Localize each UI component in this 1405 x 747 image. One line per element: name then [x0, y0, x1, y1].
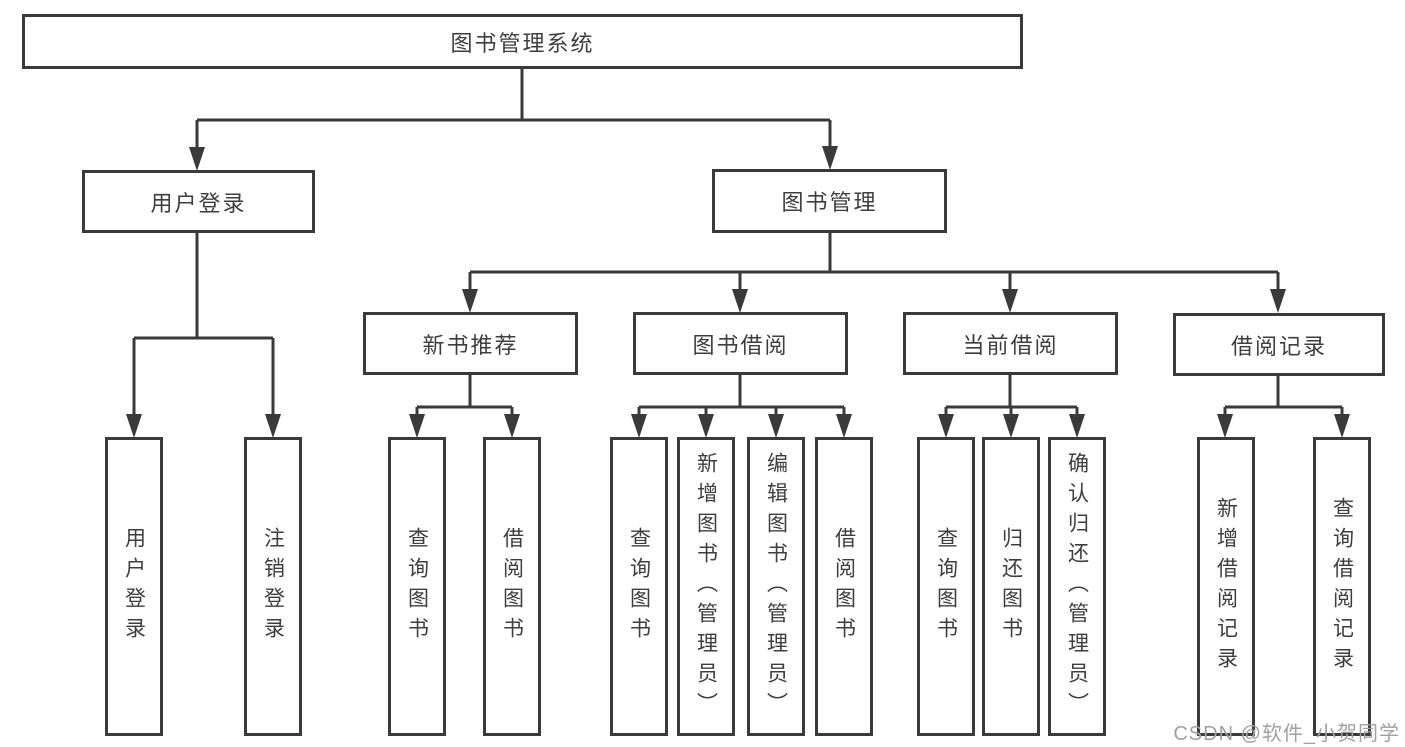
node-book-management-branch-label: 图书管理	[781, 190, 878, 215]
leaf-borrow-borrow-book-label: 借阅图书	[832, 526, 856, 647]
node-user-login-branch-label: 用户登录	[150, 190, 247, 216]
leaf-record-add: 新增借阅记录	[1197, 437, 1255, 736]
node-root: 图书管理系统	[22, 14, 1023, 69]
leaf-borrow-add-book-admin-label: 新增图书（管理员）	[694, 451, 718, 722]
node-book-borrow: 图书借阅	[633, 312, 848, 375]
leaf-newbook-borrow-label: 借阅图书	[500, 526, 524, 647]
leaf-newbook-borrow: 借阅图书	[483, 437, 541, 736]
node-current-borrow: 当前借阅	[903, 312, 1118, 375]
node-book-management-branch: 图书管理	[712, 169, 947, 233]
node-borrow-records: 借阅记录	[1173, 313, 1385, 376]
node-root-label: 图书管理系统	[450, 30, 595, 56]
leaf-borrow-add-book-admin: 新增图书（管理员）	[677, 437, 735, 736]
leaf-user-login: 用户登录	[105, 437, 163, 736]
leaf-borrow-query-label: 查询图书	[627, 526, 651, 647]
node-book-borrow-label: 图书借阅	[692, 332, 789, 358]
leaf-record-query: 查询借阅记录	[1313, 437, 1371, 736]
leaf-borrow-edit-book-admin: 编辑图书（管理员）	[747, 437, 805, 736]
node-current-borrow-label: 当前借阅	[962, 332, 1059, 358]
leaf-current-confirm-return-admin-label: 确认归还（管理员）	[1065, 451, 1089, 722]
leaf-user-login-label: 用户登录	[122, 526, 146, 647]
leaf-record-add-label: 新增借阅记录	[1214, 496, 1238, 677]
leaf-logout: 注销登录	[244, 437, 302, 736]
leaf-current-query-label: 查询图书	[934, 526, 958, 647]
leaf-borrow-query: 查询图书	[610, 437, 668, 736]
csdn-watermark: CSDN @软件_小贺同学	[1173, 723, 1400, 745]
leaf-current-confirm-return-admin: 确认归还（管理员）	[1048, 437, 1106, 736]
leaf-current-query: 查询图书	[917, 437, 975, 736]
leaf-borrow-edit-book-admin-label: 编辑图书（管理员）	[764, 451, 788, 722]
leaf-newbook-query-label: 查询图书	[405, 526, 429, 647]
leaf-record-query-label: 查询借阅记录	[1330, 496, 1354, 677]
node-new-book-recommend-label: 新书推荐	[422, 332, 519, 358]
leaf-current-return-label: 归还图书	[999, 526, 1023, 647]
node-user-login-branch: 用户登录	[82, 170, 315, 233]
leaf-borrow-borrow-book: 借阅图书	[815, 437, 873, 736]
leaf-current-return: 归还图书	[982, 437, 1040, 736]
node-new-book-recommend: 新书推荐	[363, 312, 578, 375]
node-borrow-records-label: 借阅记录	[1230, 333, 1327, 359]
leaf-newbook-query: 查询图书	[388, 437, 446, 736]
leaf-logout-label: 注销登录	[261, 526, 285, 647]
